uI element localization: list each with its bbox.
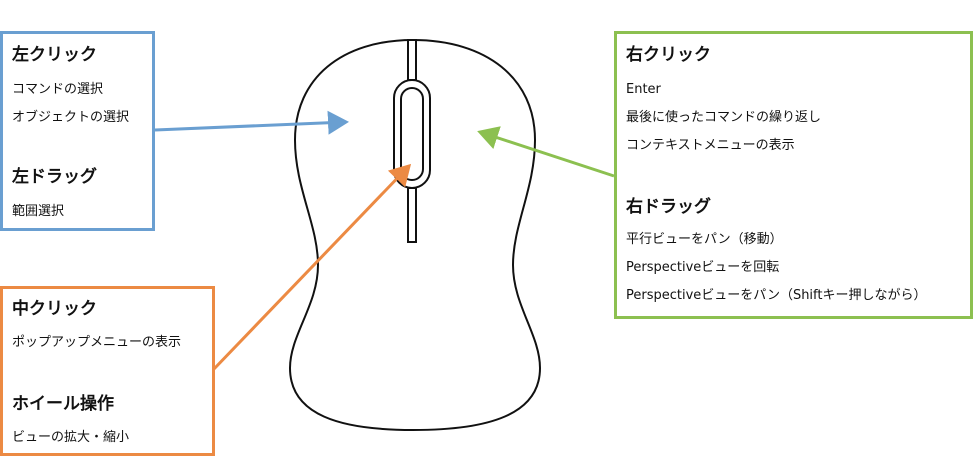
- right-button-arrow: [477, 126, 615, 178]
- left-button-box: 左クリック コマンドの選択 オブジェクトの選択 左ドラッグ 範囲選択: [0, 31, 155, 231]
- button-divider-bottom: [407, 187, 417, 243]
- right-click-item: コンテキストメニューの表示: [626, 138, 795, 153]
- right-click-item: Enter: [626, 82, 661, 97]
- middle-button-box: 中クリック ポップアップメニューの表示 ホイール操作 ビューの拡大・縮小: [0, 286, 215, 456]
- scroll-wheel-inner: [400, 87, 424, 181]
- wheel-item: ビューの拡大・縮小: [12, 430, 130, 445]
- right-drag-item: Perspectiveビューをパン（Shiftキー押しながら）: [626, 288, 927, 303]
- right-drag-title: 右ドラッグ: [626, 197, 711, 217]
- right-button-box: 右クリック Enter 最後に使ったコマンドの繰り返し コンテキストメニューの表…: [614, 31, 973, 319]
- middle-button-arrow: [211, 163, 412, 372]
- right-drag-item: 平行ビューをパン（移動）: [626, 232, 783, 247]
- middle-click-item: ポップアップメニューの表示: [12, 335, 182, 350]
- left-drag-item: 範囲選択: [12, 204, 65, 219]
- left-click-item: コマンドの選択: [12, 82, 104, 97]
- left-click-item: オブジェクトの選択: [12, 110, 130, 125]
- right-drag-item: Perspectiveビューを回転: [626, 260, 780, 275]
- button-divider-top: [407, 39, 417, 81]
- left-drag-title: 左ドラッグ: [12, 167, 97, 187]
- left-button-arrow: [154, 110, 349, 135]
- left-click-title: 左クリック: [12, 45, 97, 65]
- right-click-title: 右クリック: [626, 45, 711, 65]
- wheel-title: ホイール操作: [12, 394, 114, 414]
- middle-click-title: 中クリック: [12, 299, 97, 319]
- right-click-item: 最後に使ったコマンドの繰り返し: [626, 110, 822, 125]
